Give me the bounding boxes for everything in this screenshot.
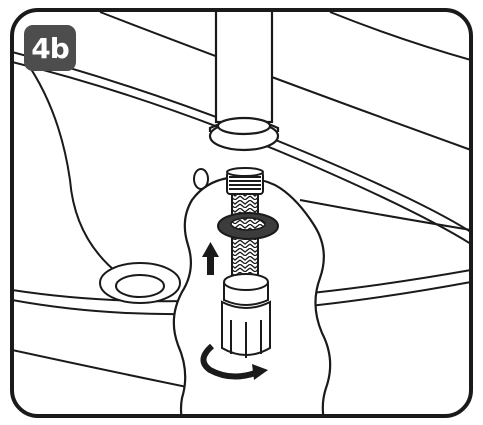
faucet-spout-icon <box>208 10 280 152</box>
arrow-up-icon <box>202 242 219 275</box>
scene <box>12 10 471 416</box>
hose-connector-top <box>226 167 264 195</box>
washer-icon <box>217 212 279 240</box>
frame-border <box>10 8 473 418</box>
step-label: 4b <box>31 31 70 65</box>
rotate-arrow-icon <box>200 343 268 380</box>
hose-nut-icon <box>221 273 271 358</box>
step-badge: 4b <box>24 25 76 71</box>
drain-hole <box>99 262 181 304</box>
